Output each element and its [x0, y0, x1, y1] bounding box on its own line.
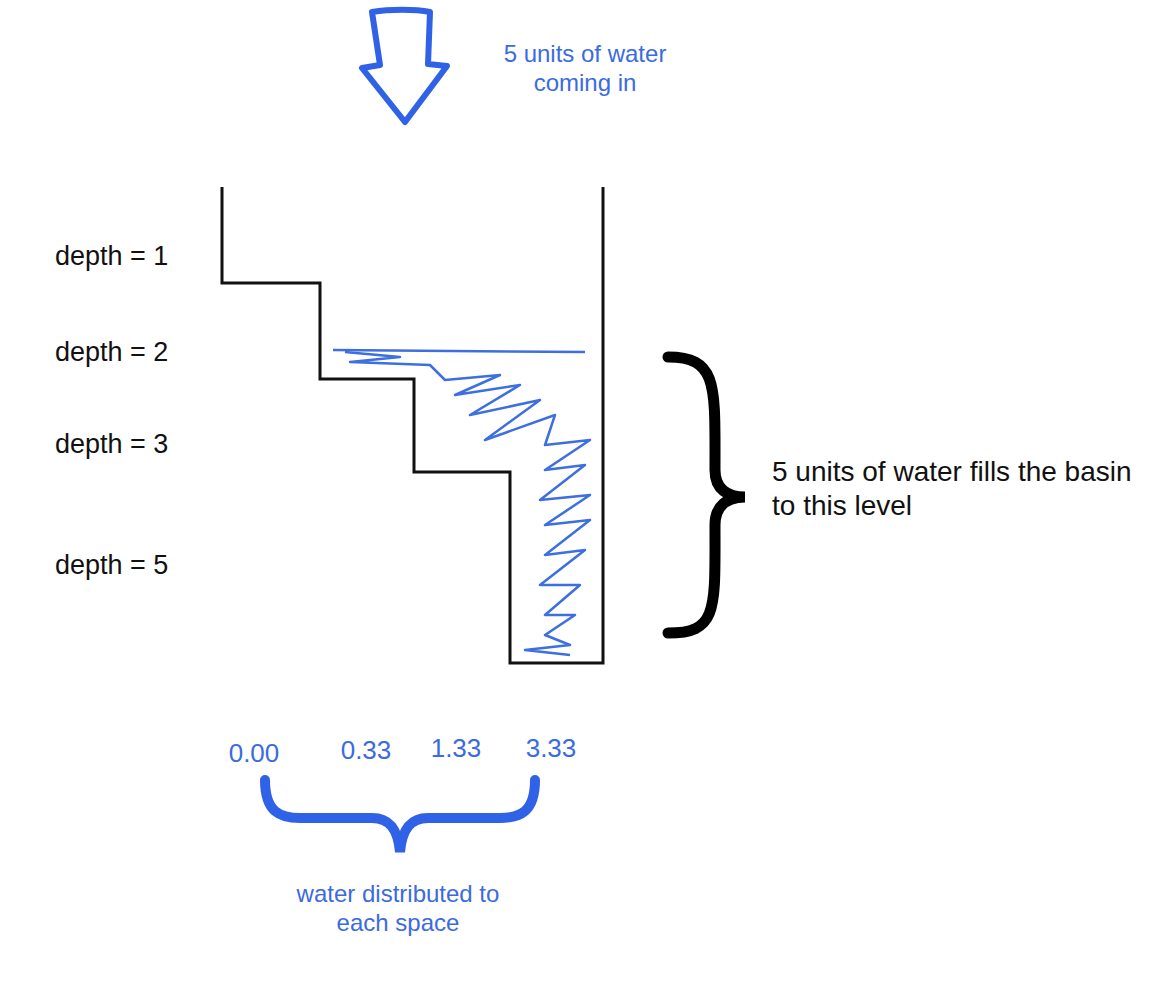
level-brace — [668, 357, 745, 633]
depth-label: depth = 2 — [55, 336, 168, 368]
water-amount: 1.33 — [431, 733, 482, 764]
water-scribble — [345, 352, 590, 655]
level-note: 5 units of water fills the basin to this… — [772, 455, 1134, 522]
water-surface — [333, 350, 585, 352]
water-amount: 3.33 — [526, 733, 577, 764]
distribution-brace — [265, 780, 535, 852]
basin-outline — [222, 187, 603, 663]
water-amount: 0.33 — [341, 735, 392, 766]
inflow-note: 5 units of water coming in — [478, 40, 693, 98]
water-amount: 0.00 — [229, 738, 280, 769]
depth-label: depth = 1 — [55, 240, 168, 272]
distribution-note: water distributed to each space — [291, 880, 506, 938]
depth-label: depth = 3 — [55, 428, 168, 460]
inflow-arrow — [362, 10, 447, 122]
depth-label: depth = 5 — [55, 549, 168, 581]
